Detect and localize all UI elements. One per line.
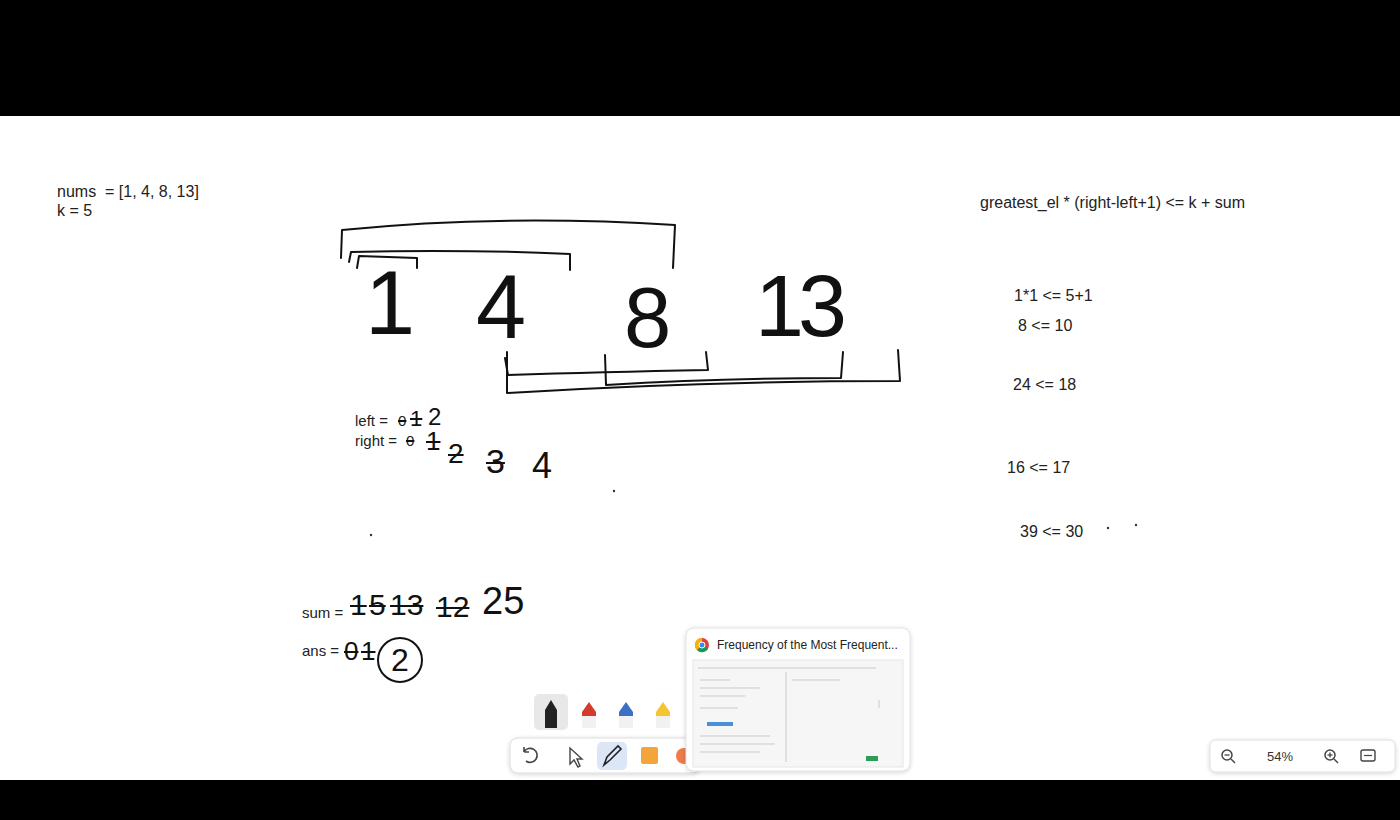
top-bar xyxy=(0,0,1400,116)
condition-text: 16 <= 17 xyxy=(1007,460,1070,476)
handwritten-value: 2 xyxy=(428,405,441,429)
code-text: nums = [1, 4, 8, 13] xyxy=(57,184,199,200)
window-brackets xyxy=(341,221,900,393)
tool-bar xyxy=(510,738,700,773)
struck-value: 3 xyxy=(486,444,505,478)
handwritten-number: 13 xyxy=(755,262,841,350)
tab-preview-card xyxy=(686,628,910,771)
struck-value: 0 xyxy=(344,638,358,664)
condition-text: 24 <= 18 xyxy=(1013,377,1076,393)
zoom-level-text: 54% xyxy=(1267,750,1293,763)
tab-preview-title-text: Frequency of the Most Frequent... xyxy=(717,639,898,651)
variable-label: sum = xyxy=(302,605,343,620)
variable-label: right = xyxy=(355,433,397,448)
code-text: k = 5 xyxy=(57,203,92,219)
handwritten-value: 25 xyxy=(482,582,524,620)
struck-value: 1 xyxy=(426,428,440,454)
bracket xyxy=(507,350,900,393)
condition-text: 1*1 <= 5+1 xyxy=(1014,288,1093,304)
struck-value: 0 xyxy=(406,433,414,448)
condition-text: 8 <= 10 xyxy=(1018,318,1072,334)
struck-value: 5 xyxy=(369,590,386,620)
handwritten-number: 1 xyxy=(365,258,409,348)
handwritten-number: 4 xyxy=(476,262,520,352)
pen-tray xyxy=(534,694,670,730)
formula-text: greatest_el * (right-left+1) <= k + sum xyxy=(980,195,1245,211)
struck-value: 2 xyxy=(448,440,464,468)
zoom-level: 54% xyxy=(1254,740,1306,772)
struck-value: 1 xyxy=(361,638,375,664)
circled-answer: 2 xyxy=(377,637,423,683)
handwritten-number: 8 xyxy=(624,275,665,360)
bottom-bar xyxy=(0,780,1400,820)
struck-value: 0 xyxy=(398,413,406,428)
zoom-control xyxy=(1210,740,1395,772)
circled-answer-text: 2 xyxy=(391,644,409,676)
variable-label: left = xyxy=(355,413,388,428)
struck-value: 1 xyxy=(410,408,422,430)
struck-value: 12 xyxy=(436,592,469,622)
tab-preview-title: Frequency of the Most Frequent... xyxy=(686,628,908,658)
variable-label: ans = xyxy=(302,643,339,658)
condition-text: 39 <= 30 xyxy=(1020,524,1083,540)
struck-value: 13 xyxy=(390,590,423,620)
struck-value: 1 xyxy=(350,590,367,620)
handwritten-value: 4 xyxy=(532,448,552,484)
